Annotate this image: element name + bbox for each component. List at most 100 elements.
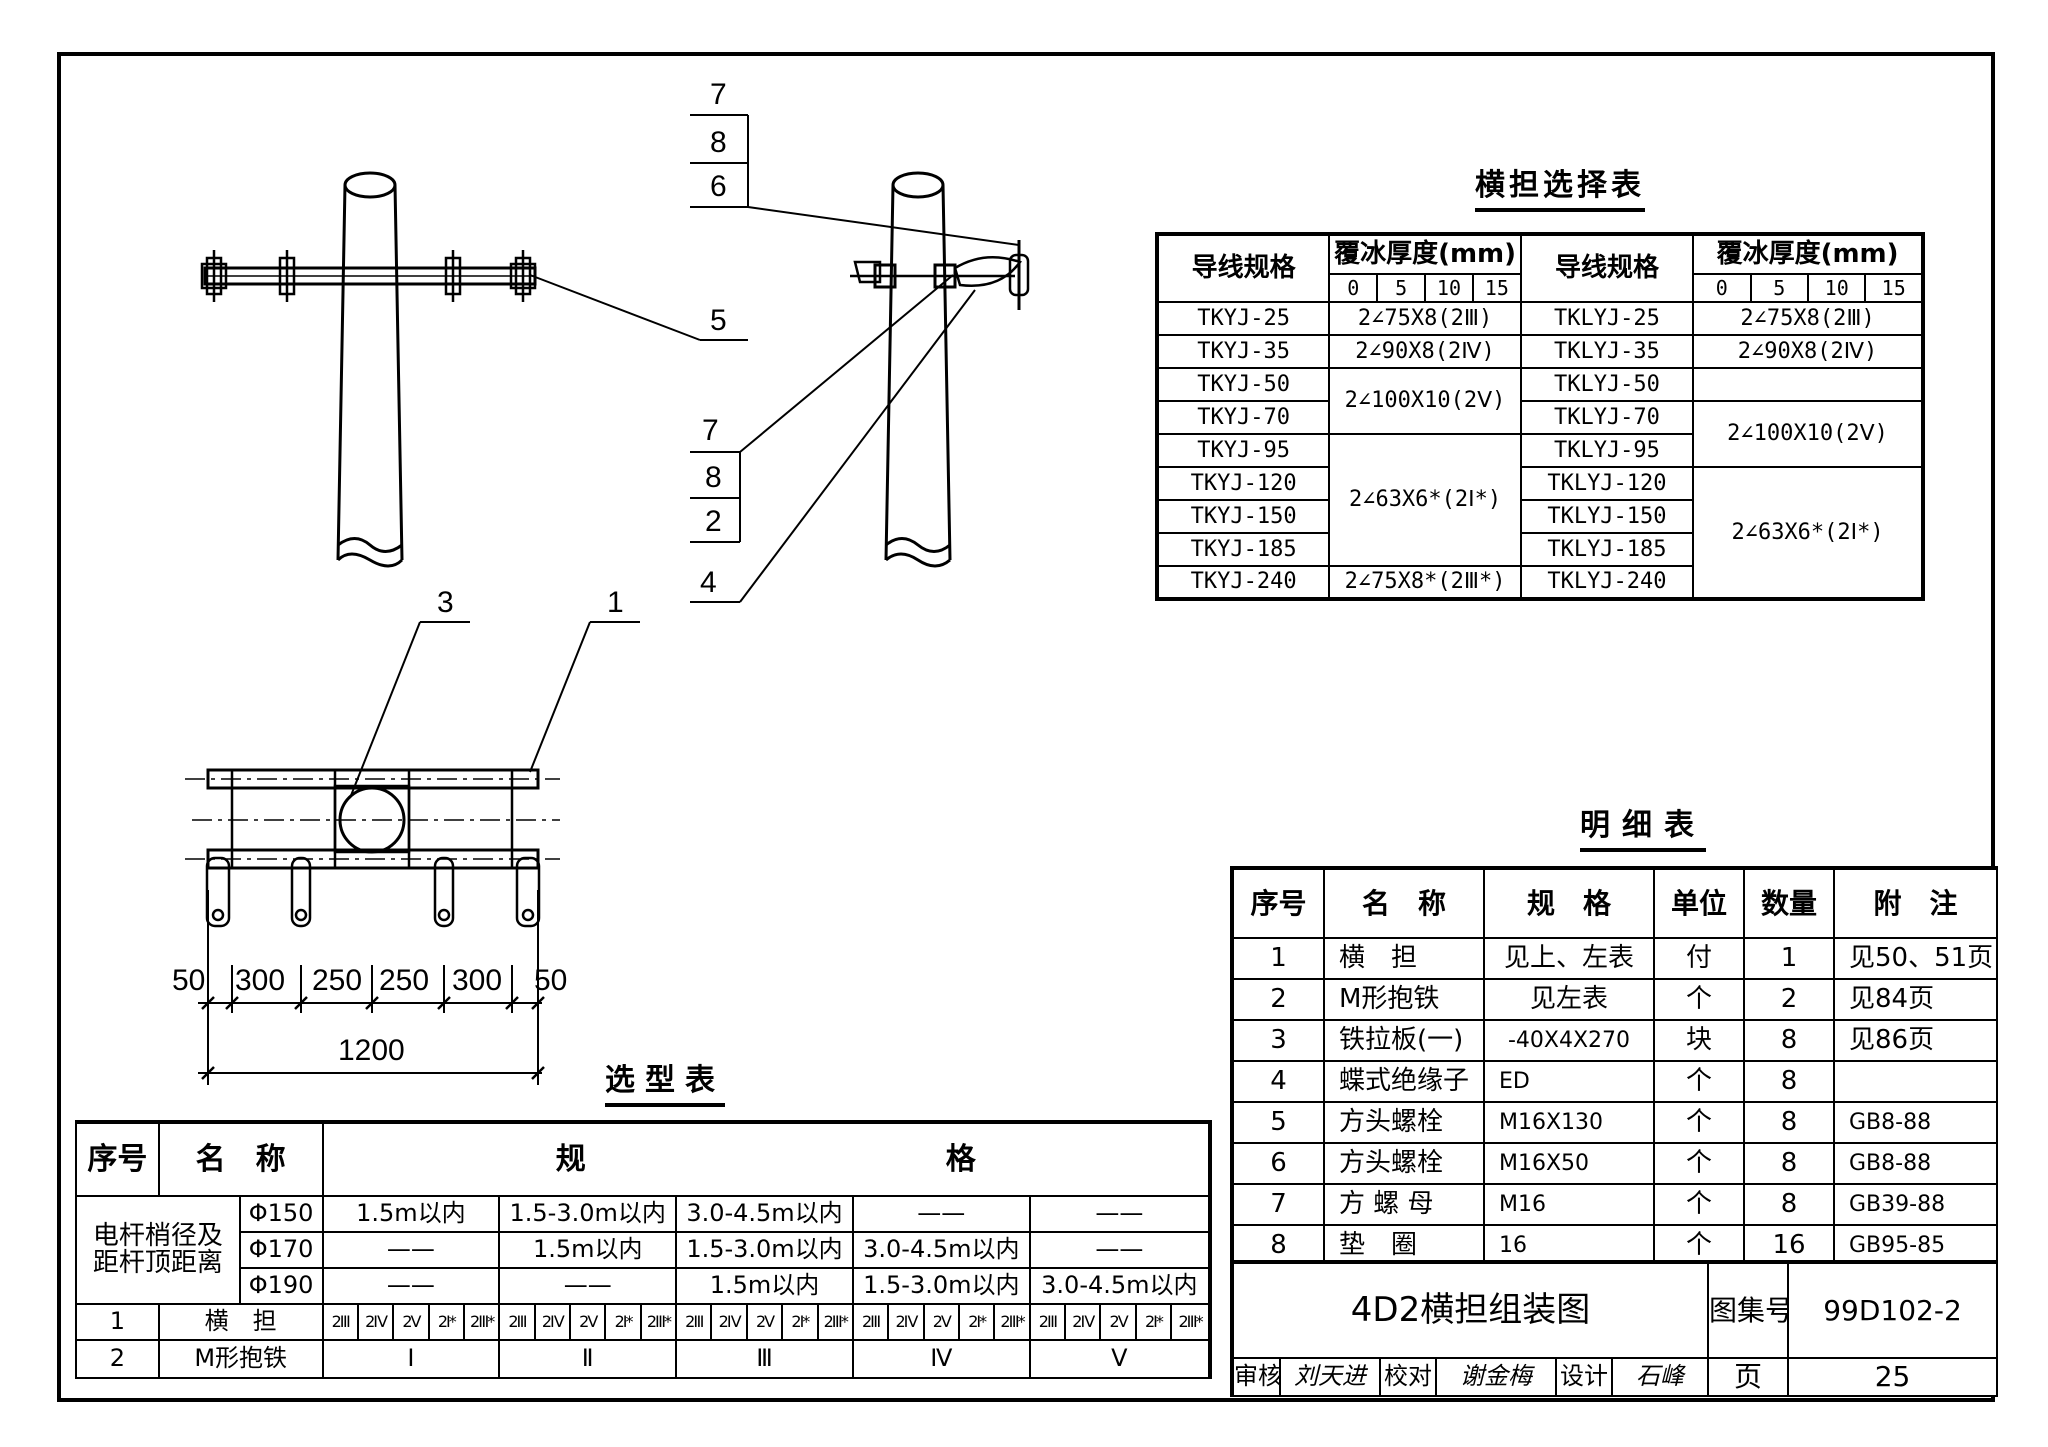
detail-row: 3 铁拉板(一) -40X4X270 块 8 见86页: [1231, 1019, 1998, 1062]
detail-qty: 8: [1743, 1019, 1835, 1062]
detail-unit: 个: [1653, 1183, 1745, 1226]
code-cell: 2Ⅳ: [356, 1303, 395, 1341]
spec-left: 2∠100X10(2Ⅴ): [1328, 367, 1522, 435]
detail-qty: 8: [1743, 1183, 1835, 1226]
code-cell: 2Ⅲ*: [639, 1303, 678, 1341]
callout-1: 1: [607, 586, 624, 619]
detail-no: 4: [1231, 1060, 1325, 1103]
detail-name: 方头螺栓: [1323, 1101, 1485, 1144]
conductor-left: TKYJ-50: [1155, 367, 1331, 402]
detail-name: 铁拉板(一): [1323, 1019, 1485, 1062]
detail-name: M形抱铁: [1323, 978, 1485, 1021]
detail-note: GB8-88: [1833, 1142, 1998, 1185]
detail-row: 1 横 担 见上、左表 付 1 见50、51页: [1231, 937, 1998, 980]
range-cell: ——: [498, 1267, 678, 1305]
detail-spec: M16X50: [1483, 1142, 1655, 1185]
detail-spec: 16: [1483, 1224, 1655, 1267]
detail-unit: 块: [1653, 1019, 1745, 1062]
spec-right: 2∠100X10(2Ⅴ): [1692, 400, 1924, 468]
dim-50-left: 50: [172, 964, 205, 997]
conductor-left: TKYJ-25: [1155, 301, 1331, 336]
callout-4: 5: [710, 304, 727, 337]
detail-row: 5 方头螺栓 M16X130 个 8 GB8-88: [1231, 1101, 1998, 1144]
detail-header-no: 序号: [1231, 867, 1325, 939]
detail-spec: M16: [1483, 1183, 1655, 1226]
detail-name: 蝶式绝缘子: [1323, 1060, 1485, 1103]
type-header-name: 名 称: [157, 1121, 324, 1197]
spec-left: 2∠75X8*(2Ⅲ*): [1328, 565, 1522, 600]
dim-300-left: 300: [235, 964, 285, 997]
code-cell: 2Ⅳ: [710, 1303, 748, 1341]
range-cell: 1.5-3.0m以内: [851, 1267, 1031, 1305]
code-cell: 2Ⅲ*: [816, 1303, 854, 1341]
range-cell: 1.5-3.0m以内: [498, 1195, 678, 1233]
ice-15: 15: [1471, 273, 1522, 303]
detail-spec: 见左表: [1483, 978, 1655, 1021]
conductor-left: TKYJ-150: [1155, 499, 1331, 534]
detail-name: 方头螺栓: [1323, 1142, 1485, 1185]
review-signature: 刘天进: [1279, 1357, 1381, 1397]
detail-row: 6 方头螺栓 M16X50 个 8 GB8-88: [1231, 1142, 1998, 1185]
code-cell: 2Ⅴ: [1099, 1303, 1137, 1341]
detail-spec: ED: [1483, 1060, 1655, 1103]
detail-note: GB8-88: [1833, 1101, 1998, 1144]
atlas-number: 99D102-2: [1787, 1261, 1999, 1359]
range-cell: 3.0-4.5m以内: [851, 1231, 1031, 1269]
roman-cell: Ⅰ: [321, 1339, 501, 1379]
callout-7-top: 8: [710, 126, 727, 159]
detail-unit: 个: [1653, 978, 1745, 1021]
detail-row: 7 方 螺 母 M16 个 8 GB39-88: [1231, 1183, 1998, 1226]
detail-row: 2 M形抱铁 见左表 个 2 见84页: [1231, 978, 1998, 1021]
pole-label: 电杆梢径及距杆顶距离: [75, 1195, 241, 1305]
detail-unit: 个: [1653, 1224, 1745, 1267]
check-label: 校对: [1379, 1357, 1437, 1397]
range-cell: 1.5-3.0m以内: [675, 1231, 854, 1269]
detail-row: 4 蝶式绝缘子 ED 个 8: [1231, 1060, 1998, 1103]
detail-note: [1833, 1060, 1998, 1103]
detail-name: 方 螺 母: [1323, 1183, 1485, 1226]
ice-0: 0: [1692, 273, 1752, 303]
range-cell: ——: [321, 1267, 501, 1305]
row2-name: M形抱铁: [157, 1339, 324, 1379]
conductor-left: TKYJ-120: [1155, 466, 1331, 501]
conductor-right: TKLYJ-150: [1519, 499, 1695, 534]
callout-6: 7: [702, 414, 719, 447]
atlas-label: 图集号: [1707, 1261, 1790, 1359]
detail-no: 3: [1231, 1019, 1325, 1062]
row1-no: 1: [75, 1303, 160, 1341]
callout-5: 7: [710, 78, 727, 111]
spec-left: 2∠75X8(2Ⅲ): [1328, 301, 1522, 336]
range-cell: 3.0-4.5m以内: [675, 1195, 854, 1233]
detail-no: 7: [1231, 1183, 1325, 1226]
design-signature: 石峰: [1610, 1357, 1710, 1397]
callout-7-low: 8: [705, 461, 722, 494]
ice-0: 0: [1328, 273, 1379, 303]
conductor-right: TKLYJ-240: [1519, 565, 1695, 600]
detail-header-unit: 单位: [1653, 867, 1745, 939]
conductor-right: TKLYJ-185: [1519, 532, 1695, 567]
range-cell: 3.0-4.5m以内: [1028, 1267, 1212, 1305]
page-number: 25: [1787, 1357, 1999, 1397]
ice-5: 5: [1376, 273, 1427, 303]
detail-qty: 2: [1743, 978, 1835, 1021]
callout-3: 4: [700, 566, 717, 599]
range-cell: ——: [1028, 1231, 1212, 1269]
conductor-left: TKYJ-70: [1155, 400, 1331, 435]
spec-right: 2∠63X6*(2Ⅰ*): [1692, 466, 1924, 600]
detail-no: 6: [1231, 1142, 1325, 1185]
spec-right-blank: [1692, 367, 1924, 402]
check-signature: 谢金梅: [1435, 1357, 1557, 1397]
conductor-left: TKYJ-240: [1155, 565, 1331, 600]
detail-qty: 8: [1743, 1142, 1835, 1185]
design-label: 设计: [1555, 1357, 1613, 1397]
code-cell: 2Ⅰ*: [604, 1303, 642, 1341]
conductor-right: TKLYJ-35: [1519, 334, 1695, 369]
code-cell: 2Ⅴ: [745, 1303, 784, 1341]
drawing-title: 4D2横担组装图: [1230, 1261, 1710, 1359]
sel-ice-header-right: 覆冰厚度(mm): [1692, 233, 1924, 275]
selection-table: 导线规格 覆冰厚度(mm) 导线规格 覆冰厚度(mm) 0 5 10 15 0 …: [1155, 232, 1925, 601]
review-label: 审核: [1231, 1357, 1281, 1397]
page-label: 页: [1707, 1357, 1790, 1397]
sel-ice-header-left: 覆冰厚度(mm): [1328, 233, 1522, 275]
